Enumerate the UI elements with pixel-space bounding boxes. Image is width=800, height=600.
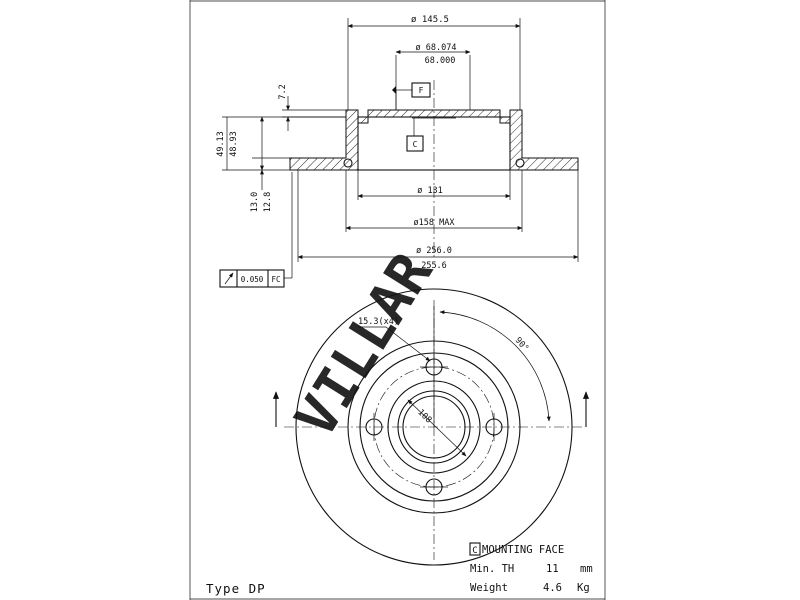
runout-tolerance: 0.050 FC (220, 172, 292, 287)
runout-value: 0.050 (241, 275, 264, 284)
dim-bore-min: 68.000 (425, 56, 456, 66)
dim-bore-max: ø 68.074 (416, 43, 457, 53)
datum-c-label: C (413, 140, 418, 149)
feature-f-callout: F (392, 83, 430, 110)
weight-unit: Kg (577, 582, 590, 594)
section-view (290, 80, 578, 260)
runout-arrow-icon (225, 273, 233, 284)
mounting-face-letter: C (472, 546, 477, 556)
dim-inner-diameter-text: ø 131 (417, 186, 443, 196)
feature-f-label: F (419, 86, 424, 95)
dim-plate-thickness: 7.2 (278, 84, 346, 131)
dim-disc-thickness: 13.0 12.8 (250, 158, 290, 212)
dim-height-max: 49.13 (216, 131, 226, 157)
runout-datum: FC (271, 275, 280, 284)
notes-block: C MOUNTING FACE Min. TH 11 mm Weight 4.6… (470, 543, 593, 594)
dim-max-diameter-text: ø158 MAX (414, 218, 456, 228)
min-th-value: 11 (546, 563, 559, 575)
type-label: Type DP (206, 581, 266, 596)
dim-thickness-min: 12.8 (263, 192, 273, 212)
min-th-label: Min. TH (470, 563, 514, 575)
angle-label: 90° (513, 336, 531, 354)
mounting-face-label: MOUNTING FACE (482, 544, 564, 556)
weight-label: Weight (470, 582, 508, 594)
dim-bore: ø 68.074 68.000 (396, 43, 470, 110)
min-th-unit: mm (580, 563, 593, 575)
dim-hat-diameter-text: ø 145.5 (411, 15, 449, 25)
section-right-flange (500, 110, 578, 170)
dim-height-min: 48.93 (229, 131, 239, 157)
datum-c-callout: C (407, 118, 423, 151)
weight-value: 4.6 (543, 582, 562, 594)
dim-thickness-max: 13.0 (250, 192, 260, 212)
dim-plate-thickness-text: 7.2 (278, 84, 288, 99)
dim-disc-diameter-max: ø 256.0 (416, 246, 452, 256)
pcd-label: 108 (415, 408, 433, 426)
section-left-flange (290, 110, 368, 170)
